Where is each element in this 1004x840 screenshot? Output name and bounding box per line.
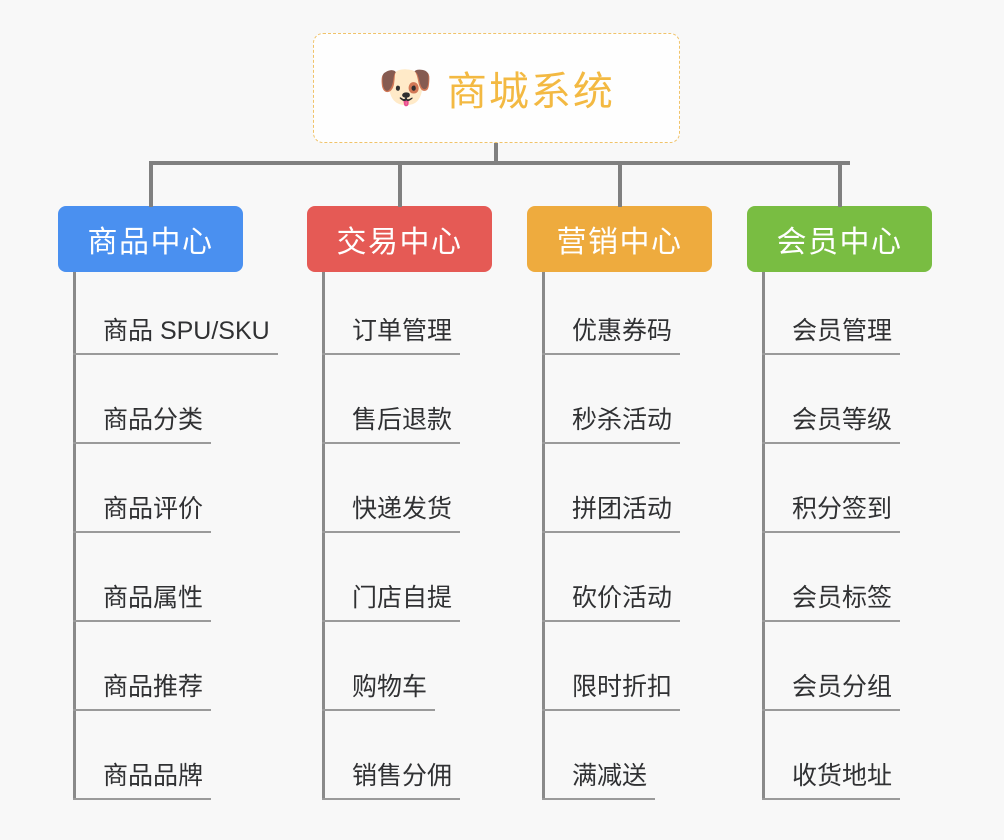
leaf-item-underline (73, 353, 278, 355)
group-node-label: 商品中心 (87, 226, 214, 259)
leaf-item-label: 收货地址 (792, 762, 893, 790)
connector-root-vertical (494, 143, 498, 165)
group-node-label: 交易中心 (336, 226, 463, 259)
leaf-item-underline (542, 709, 680, 711)
connector-drop-4 (837, 161, 842, 207)
leaf-item-underline (762, 798, 900, 800)
leaf-item-label: 会员等级 (792, 406, 893, 434)
leaf-item-underline (322, 620, 460, 622)
leaf-item-label: 商品属性 (103, 584, 204, 612)
leaf-item-label: 快递发货 (352, 495, 453, 523)
leaf-item-label: 优惠券码 (572, 317, 673, 345)
leaf-item-underline (73, 531, 211, 533)
root-node-label: 商城系统 (446, 70, 615, 114)
leaf-item-underline (542, 620, 680, 622)
branch-spine-1 (73, 272, 76, 800)
root-node-商城系统[interactable]: 🐶 商城系统 (313, 33, 680, 143)
leaf-item-underline (322, 531, 460, 533)
branch-spine-3 (542, 272, 545, 800)
leaf-item-underline (542, 531, 680, 533)
connector-drop-1 (148, 161, 153, 207)
group-node-3[interactable]: 营销中心 (527, 206, 712, 272)
leaf-item-label: 商品推荐 (103, 673, 204, 701)
leaf-item-label: 商品品牌 (103, 762, 204, 790)
leaf-item-label: 会员标签 (792, 584, 893, 612)
leaf-item-underline (762, 620, 900, 622)
leaf-item-label: 门店自提 (352, 584, 453, 612)
leaf-item-label: 秒杀活动 (572, 406, 673, 434)
leaf-item-underline (73, 620, 211, 622)
leaf-item-underline (762, 353, 900, 355)
group-node-4[interactable]: 会员中心 (747, 206, 932, 272)
branch-spine-4 (762, 272, 765, 800)
leaf-item-underline (542, 353, 680, 355)
leaf-item-label: 积分签到 (792, 495, 893, 523)
leaf-item-label: 商品评价 (103, 495, 204, 523)
group-node-1[interactable]: 商品中心 (58, 206, 243, 272)
leaf-item-underline (762, 442, 900, 444)
group-node-2[interactable]: 交易中心 (307, 206, 492, 272)
leaf-item-underline (73, 709, 211, 711)
connector-drop-3 (617, 161, 622, 207)
leaf-item-underline (73, 798, 211, 800)
leaf-item-label: 满减送 (572, 762, 648, 790)
shiba-dog-face-icon: 🐶 (378, 62, 433, 113)
leaf-item-underline (322, 709, 435, 711)
connector-horizontal-bus (150, 161, 850, 165)
leaf-item-label: 会员管理 (792, 317, 893, 345)
leaf-item-label: 购物车 (352, 673, 428, 701)
leaf-item-label: 限时折扣 (572, 673, 673, 701)
branch-spine-2 (322, 272, 325, 800)
leaf-item-label: 砍价活动 (572, 584, 673, 612)
leaf-item-label: 销售分佣 (352, 762, 453, 790)
leaf-item-underline (542, 442, 680, 444)
leaf-item-label: 会员分组 (792, 673, 893, 701)
group-node-label: 会员中心 (776, 226, 903, 259)
group-node-label: 营销中心 (556, 226, 683, 259)
leaf-item-underline (762, 531, 900, 533)
leaf-item-underline (322, 442, 460, 444)
leaf-item-label: 拼团活动 (572, 495, 673, 523)
leaf-item-underline (762, 709, 900, 711)
leaf-item-label: 商品 SPU/SKU (103, 317, 270, 345)
leaf-item-underline (322, 798, 460, 800)
leaf-item-underline (73, 442, 211, 444)
leaf-item-label: 订单管理 (352, 317, 453, 345)
connector-drop-2 (397, 161, 402, 207)
leaf-item-underline (322, 353, 460, 355)
leaf-item-label: 商品分类 (103, 406, 204, 434)
leaf-item-label: 售后退款 (352, 406, 453, 434)
leaf-item-underline (542, 798, 655, 800)
